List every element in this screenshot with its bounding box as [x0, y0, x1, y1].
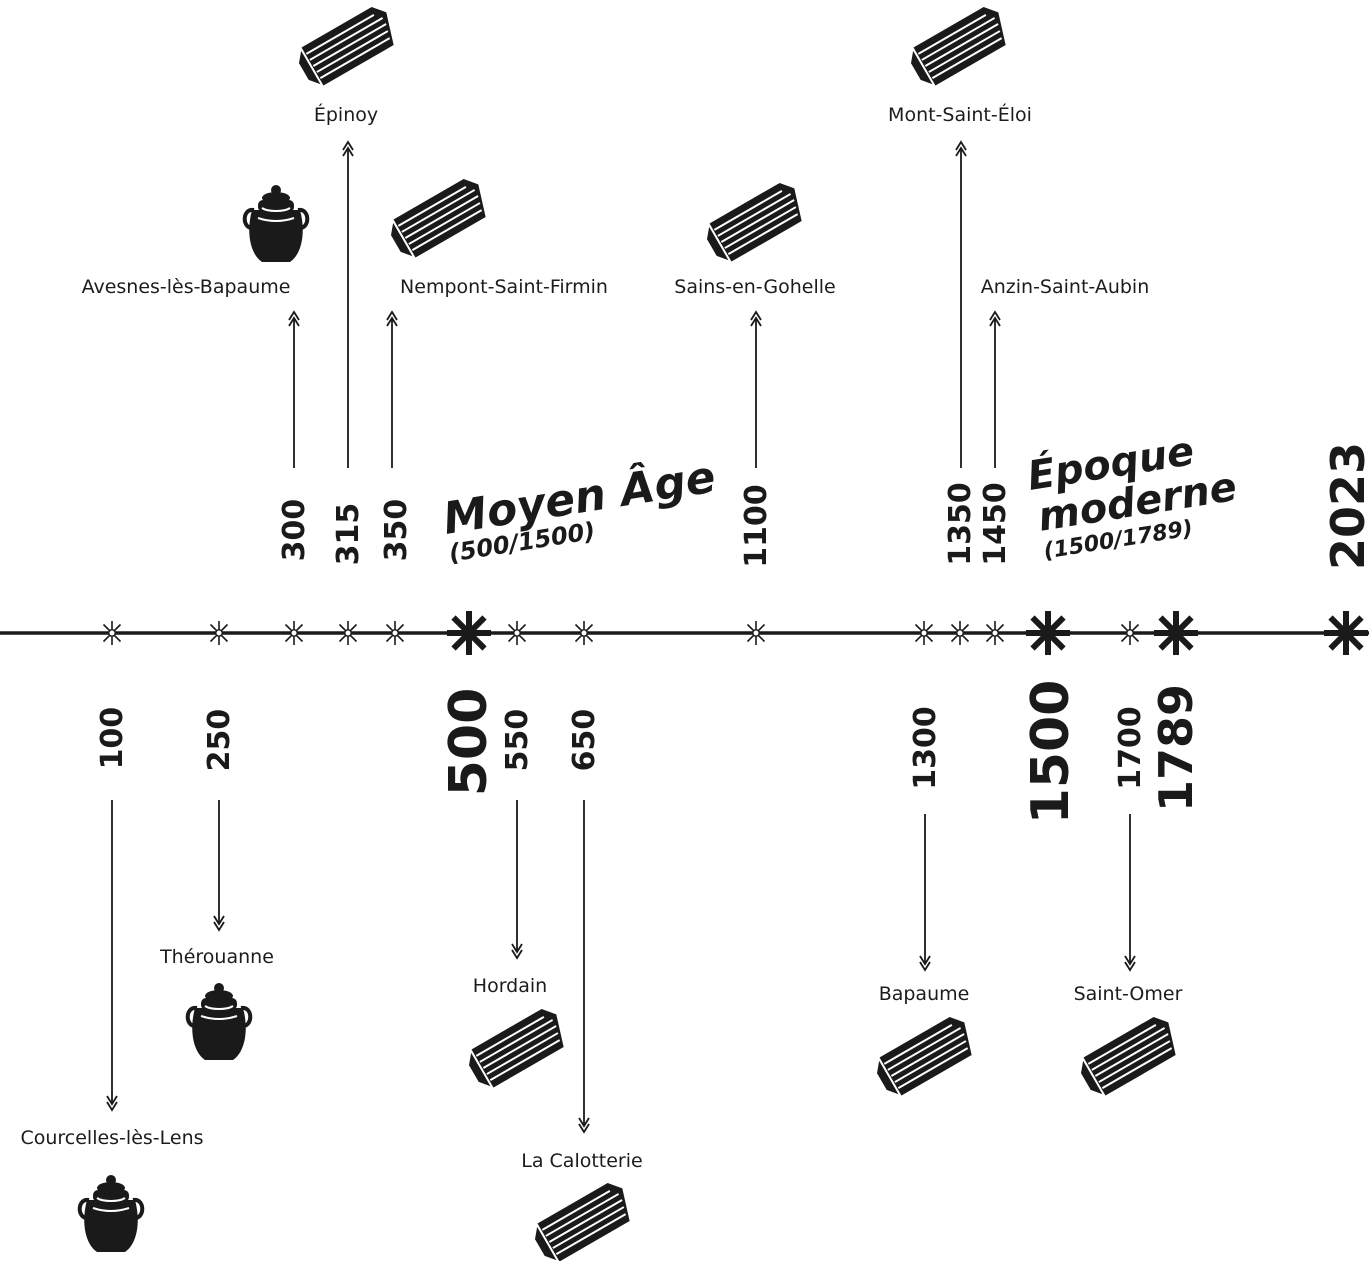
year-label: 650 — [567, 709, 602, 772]
year-label: 300 — [277, 499, 312, 562]
event-marker — [743, 620, 769, 646]
event-marker — [571, 620, 597, 646]
boundary-star-icon — [1324, 611, 1368, 655]
coffin-icon — [382, 172, 496, 265]
period-epoque-moderne: Époque moderne (1500/1789) — [1024, 426, 1240, 564]
coffin-icon — [1072, 1010, 1186, 1103]
place-label: Saint-Omer — [1074, 983, 1183, 1005]
event-marker — [99, 620, 125, 646]
place-label: Thérouanne — [159, 946, 274, 968]
connectors-up — [288, 140, 1001, 468]
place-label: Mont-Saint-Éloi — [888, 103, 1032, 126]
coffin-icon — [902, 0, 1016, 93]
place-label: Bapaume — [879, 983, 970, 1005]
event-marker — [335, 620, 361, 646]
year-label: 250 — [202, 709, 237, 772]
coffin-icon — [460, 1002, 574, 1095]
place-label: Sains-en-Gohelle — [674, 276, 835, 298]
boundary-year-label: 1789 — [1149, 684, 1203, 812]
period-moyen-age: Moyen Âge (500/1500) — [439, 450, 718, 568]
year-label: 1300 — [908, 706, 943, 790]
event-marker — [947, 620, 973, 646]
boundary-year-label: 500 — [439, 688, 499, 797]
year-label: 1350 — [943, 482, 978, 566]
urn-icon — [242, 183, 310, 264]
boundary-star-icon — [1026, 611, 1070, 655]
year-label: 100 — [95, 707, 130, 770]
event-marker — [911, 620, 937, 646]
place-label: La Calotterie — [521, 1150, 642, 1172]
year-label: 550 — [500, 709, 535, 772]
event-marker — [382, 620, 408, 646]
event-marker — [1117, 620, 1143, 646]
year-label: 1100 — [739, 484, 774, 568]
place-label: Épinoy — [314, 103, 378, 126]
year-label: 350 — [379, 499, 414, 562]
year-label: 1450 — [978, 482, 1013, 566]
place-label: Courcelles-lès-Lens — [20, 1127, 203, 1149]
end-year-label: 2023 — [1321, 442, 1369, 570]
place-label: Hordain — [473, 975, 547, 997]
place-label: Nempont-Saint-Firmin — [400, 276, 608, 298]
place-label: Anzin-Saint-Aubin — [981, 276, 1150, 298]
event-marker — [281, 620, 307, 646]
connectors-down — [106, 800, 1136, 1134]
boundary-year-label: 1500 — [1021, 680, 1081, 825]
coffin-icon — [868, 1010, 982, 1103]
coffin-icon — [526, 1176, 640, 1261]
place-label: Avesnes-lès-Bapaume — [82, 276, 291, 298]
event-marker — [982, 620, 1008, 646]
boundary-star-icon — [1154, 611, 1198, 655]
year-label: 315 — [331, 503, 366, 566]
urn-icon — [77, 1173, 145, 1254]
coffin-icon — [698, 176, 812, 269]
boundary-star-icon — [447, 611, 491, 655]
urn-icon — [185, 981, 253, 1062]
event-marker — [504, 620, 530, 646]
year-label: 1700 — [1113, 706, 1148, 790]
event-marker — [206, 620, 232, 646]
coffin-icon — [290, 0, 404, 93]
